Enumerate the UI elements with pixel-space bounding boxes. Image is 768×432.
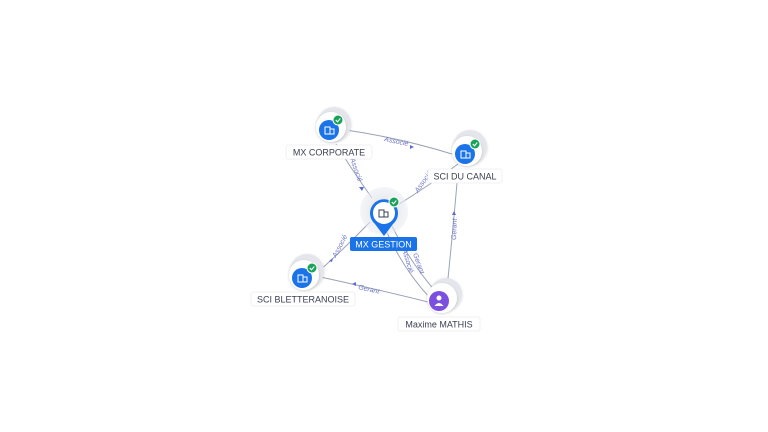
edge-maximemathis-scibletteranoise[interactable]: Gerant [315,275,429,303]
edge-label: Associé [348,156,363,182]
edge-maximemathis-scicanal[interactable]: Gerant [446,171,459,289]
check-icon [469,138,481,150]
node-label: SCI BLETTERANOISE [257,295,349,305]
edge-maximemathis-mxgestion-gerant[interactable]: Gerant [391,225,437,293]
building-icon [297,274,308,283]
check-icon [306,262,318,274]
edge-label: Associé [331,234,349,260]
building-icon [378,209,389,218]
node-label: Maxime MATHIS [405,320,472,330]
building-icon [324,126,335,135]
node-mx-corporate[interactable]: MX CORPORATE [285,107,373,160]
node-mx-gestion[interactable]: MX GESTION [350,187,417,251]
check-icon [332,114,344,126]
node-label: SCI DU CANAL [433,172,496,182]
node-label: MX CORPORATE [293,148,365,158]
person-icon [434,295,444,306]
building-icon [460,150,471,159]
edge-maximemathis-mxgestion-associe[interactable]: Associé [383,225,431,299]
edge-label: Gerant [411,252,425,275]
node-sci-du-canal[interactable]: SCI DU CANAL [427,130,503,184]
edge-label: Associé [383,136,410,148]
node-sci-bletteranoise[interactable]: SCI BLETTERANOISE [250,254,356,307]
edge-label: Gerant [358,284,381,296]
edge-label: Gerant [451,217,459,240]
node-label: MX GESTION [355,240,412,250]
check-icon [388,196,400,208]
node-maxime-mathis[interactable]: Maxime MATHIS [397,278,481,332]
